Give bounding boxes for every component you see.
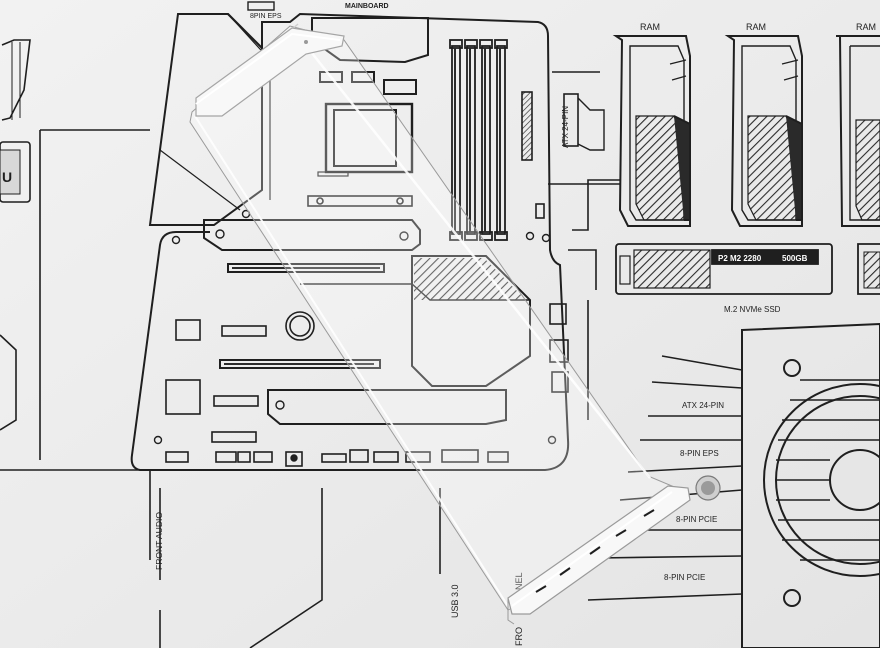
eps-connector (247, 1, 275, 11)
eps-top-label: 8PIN EPS (250, 13, 282, 20)
ram-stick-1 (612, 35, 691, 227)
board-holes (153, 209, 557, 462)
front-panel-label-part-b: FRO (514, 627, 524, 646)
psu-fan-grille (776, 379, 880, 561)
atx-vertical-label: ATX 24-PIN (561, 106, 570, 148)
cpu-cooler-mounts (307, 195, 413, 207)
vrm-heatsink (319, 71, 417, 95)
front-panel-label-part-a: NEL (514, 572, 524, 590)
atx-board-connector (521, 91, 533, 161)
mainboard-label: MAINBOARD (345, 3, 389, 10)
ram-stick-2 (724, 35, 803, 227)
ram-slots (449, 39, 508, 241)
acrylic-bracket-top (195, 27, 345, 117)
thumb-screw (695, 475, 721, 501)
psu-atx-label: ATX 24-PIN (682, 401, 724, 410)
pcie-slot-lines (224, 267, 380, 365)
front-audio-label: FRONT AUDIO (154, 512, 164, 570)
acrylic-stand-panel (189, 23, 673, 611)
board-components (165, 203, 569, 467)
m2-heatsink (267, 389, 507, 425)
ram-label-3: RAM (856, 22, 876, 32)
pcie-slots (219, 263, 385, 369)
ram-label-2: RAM (746, 22, 766, 32)
ram-label-1: RAM (640, 22, 660, 32)
m2-ssd-partial (857, 243, 880, 295)
m2-ssd (615, 243, 833, 295)
psu-eps-label: 8-PIN EPS (680, 449, 719, 458)
psu-pcie-label-2: 8-PIN PCIE (664, 573, 705, 582)
motherboard-outline (130, 12, 570, 471)
left-edge-drawings (0, 39, 161, 648)
acrylic-bracket-bottom (507, 485, 691, 625)
ssd-capacity-text: 500GB (782, 254, 808, 263)
ssd-caption: M.2 NVMe SSD (724, 305, 781, 314)
chipset-heatsink-top (203, 219, 421, 251)
usb-label: USB 3.0 (450, 584, 460, 618)
ram-stick-3 (836, 35, 880, 227)
ram-slot-fill (454, 48, 501, 232)
psu-pcie-label-1: 8-PIN PCIE (676, 515, 717, 524)
atx-vertical-box (563, 93, 579, 147)
cpu-partial-label: U (2, 169, 12, 185)
ssd-model-text: P2 M2 2280 (718, 254, 762, 263)
